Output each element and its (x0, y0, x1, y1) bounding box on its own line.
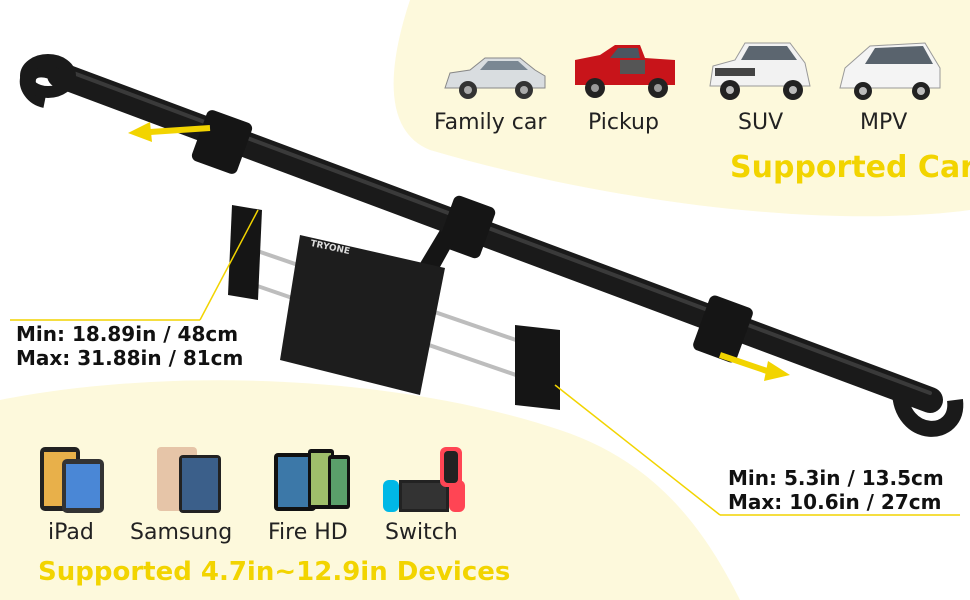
clamp-width-max: Max: 10.6in / 27cm (728, 490, 942, 514)
car-label-family: Family car (434, 110, 547, 135)
supported-devices-heading: Supported 4.7in~12.9in Devices (38, 557, 511, 587)
car-label-suv: SUV (738, 110, 784, 135)
minivan-icon (839, 42, 941, 100)
device-label-fire-hd: Fire HD (268, 520, 348, 545)
rod-length-max: Max: 31.88in / 81cm (16, 346, 244, 370)
fire-hd-tablet-icon (274, 449, 350, 511)
sedan-icon (444, 57, 546, 99)
car-label-mpv: MPV (860, 110, 908, 135)
rod-length-min: Min: 18.89in / 48cm (16, 322, 239, 346)
device-label-switch: Switch (385, 520, 458, 545)
nintendo-switch-icon (383, 447, 465, 512)
device-label-ipad: iPad (48, 520, 94, 545)
suv-icon (709, 42, 811, 100)
ipad-icon (40, 447, 104, 513)
pickup-truck-icon (575, 45, 675, 98)
device-label-samsung: Samsung (130, 520, 233, 545)
car-label-pickup: Pickup (588, 110, 659, 135)
supported-car-heading: Supported Car (730, 150, 970, 185)
clamp-width-min: Min: 5.3in / 13.5cm (728, 466, 944, 490)
samsung-tablet-icon (157, 447, 221, 513)
